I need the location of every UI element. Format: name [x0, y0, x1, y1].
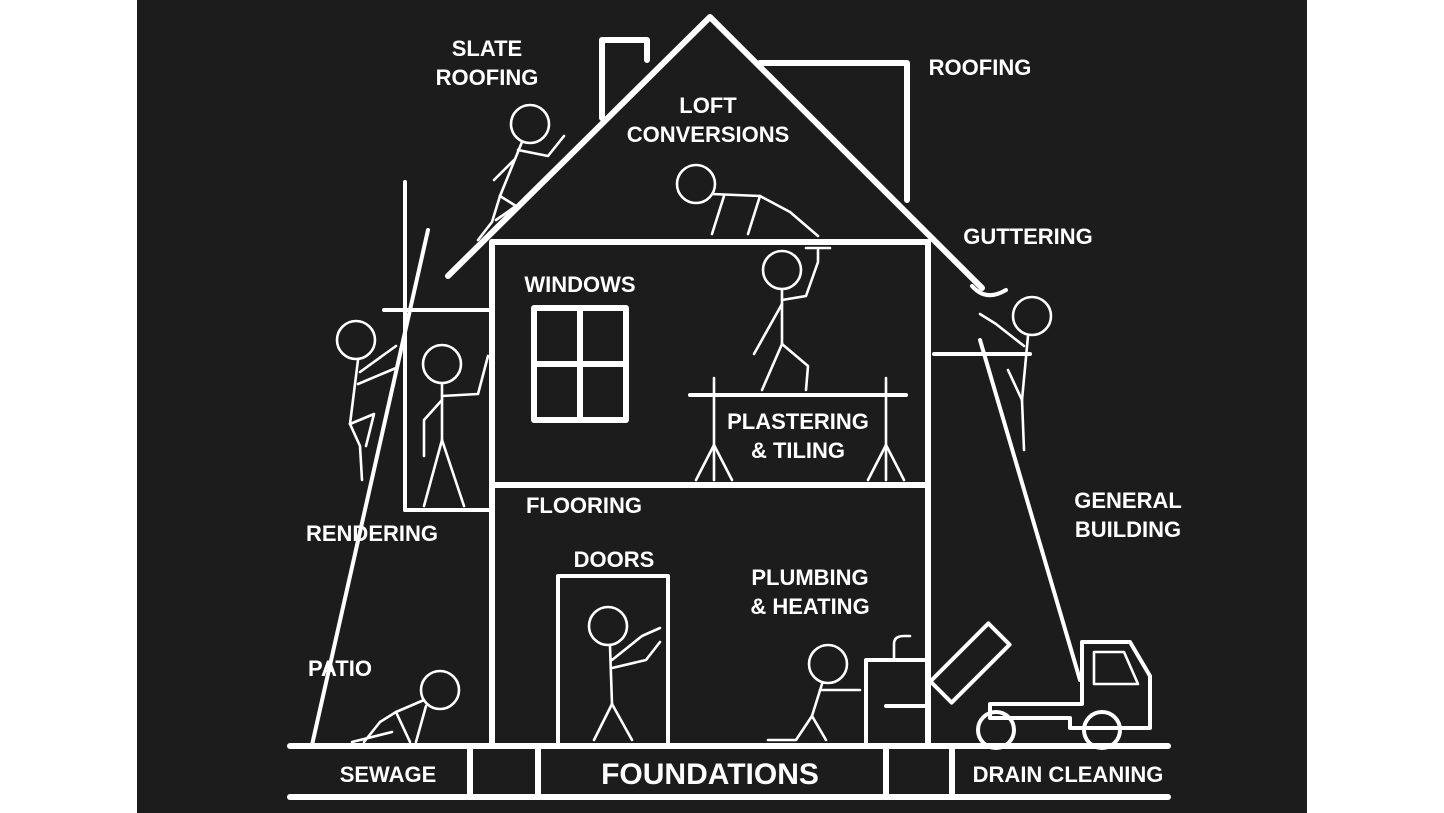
label-general-line1: GENERAL: [1074, 488, 1182, 513]
label-plastering-line2: & TILING: [751, 438, 845, 463]
figure-plumber: [766, 643, 862, 742]
figure-door-fitter: [587, 605, 662, 742]
label-doors: DOORS: [574, 547, 655, 572]
plastering-platform: [688, 376, 908, 482]
figure-patio-layer: [350, 669, 461, 744]
figure-slate-roofer: [476, 103, 566, 242]
truck-drawing: [928, 621, 1152, 750]
labels: SLATE ROOFING ROOFING LOFT CONVERSIONS G…: [306, 36, 1182, 791]
figure-renderer-standing: [421, 343, 490, 508]
label-slate-roofing-line1: SLATE: [452, 36, 522, 61]
label-foundations: FOUNDATIONS: [601, 758, 819, 791]
chimney: [599, 37, 650, 121]
window-drawing: [531, 305, 629, 423]
label-plastering-line1: PLASTERING: [727, 409, 869, 434]
label-windows: WINDOWS: [524, 272, 635, 297]
label-patio: PATIO: [308, 656, 372, 681]
label-drain-cleaning: DRAIN CLEANING: [973, 762, 1164, 787]
label-flooring: FLOORING: [526, 493, 642, 518]
label-guttering: GUTTERING: [963, 224, 1093, 249]
diagram-background: [137, 0, 1307, 813]
label-roofing: ROOFING: [929, 55, 1032, 80]
scaffold-left: [310, 180, 492, 747]
label-loft-line1: LOFT: [679, 93, 737, 118]
label-slate-roofing-line2: ROOFING: [436, 65, 539, 90]
label-sewage: SEWAGE: [340, 762, 437, 787]
figure-renderer-climbing: [335, 319, 398, 482]
boiler-drawing: [864, 634, 928, 747]
label-loft-line2: CONVERSIONS: [627, 122, 790, 147]
figure-loft-worker: [675, 163, 820, 238]
label-rendering: RENDERING: [306, 521, 438, 546]
figure-gutter-worker: [978, 295, 1053, 452]
label-general-line2: BUILDING: [1075, 517, 1181, 542]
guttering-drawing: [932, 284, 1082, 682]
label-plumbing-line2: & HEATING: [750, 594, 869, 619]
label-plumbing-line1: PLUMBING: [751, 565, 868, 590]
roof-extension: [757, 60, 910, 203]
figure-plasterer: [752, 246, 832, 392]
house-structure: [287, 14, 1171, 800]
roof: [445, 14, 985, 291]
door-drawing: [556, 574, 670, 747]
